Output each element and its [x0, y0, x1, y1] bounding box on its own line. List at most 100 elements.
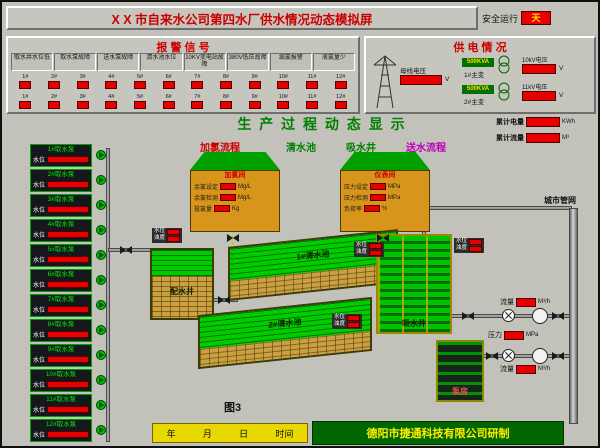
- row-unit: Mg/L: [238, 194, 252, 201]
- turbidity-display: [369, 250, 383, 256]
- chlorine-room-roof: [190, 152, 280, 170]
- level-label: 水位: [356, 242, 368, 249]
- row-unit: %: [382, 205, 388, 212]
- date-unit-time: 时间: [275, 428, 294, 439]
- power-tower-icon: [372, 53, 398, 116]
- voltage-2-label: 11kV电压: [522, 85, 548, 91]
- pump-icon: [96, 350, 106, 360]
- alarm-lamp: 11#: [298, 94, 327, 110]
- water-level-label: 水位: [33, 433, 46, 440]
- bus-voltage-unit: V: [445, 76, 450, 83]
- level-row: 水位: [456, 239, 483, 245]
- water-level-display: [47, 231, 89, 239]
- intake-pump-block: 3#取水泵水位: [30, 194, 92, 217]
- turbidity-display: [167, 236, 181, 242]
- alarm-lamp-indicator: [220, 81, 233, 90]
- water-level-display: [47, 331, 89, 339]
- intake-pump-label: 11#取水泵: [46, 396, 76, 403]
- instrument-room-roof: [340, 152, 430, 170]
- alarm-lamp-number: 4#: [108, 74, 115, 80]
- alarm-lamp-indicator: [334, 81, 347, 90]
- alarm-lamp: 12#: [326, 74, 355, 90]
- distribution-well-tank: 配水井: [150, 248, 214, 320]
- alarm-lamp: 6#: [154, 94, 183, 110]
- turbidity-row: 浊度: [334, 321, 361, 328]
- alarm-lamp-row-1: 1# 2# 3# 4# 5# 6# 7# 8# 9# 10# 11# 12#: [11, 74, 355, 90]
- flow-display: [516, 364, 536, 374]
- valve-icon: [552, 352, 564, 360]
- water-level-display: [47, 406, 89, 414]
- date-unit-day: 日: [239, 428, 249, 439]
- alarm-lamp: 8#: [212, 94, 241, 110]
- total-flow-display: [526, 133, 560, 143]
- alarm-lamp: 6#: [154, 74, 183, 90]
- date-unit-month: 月: [202, 428, 212, 439]
- alarm-lamp-indicator: [19, 81, 32, 90]
- alarm-lamp-indicator: [306, 81, 319, 90]
- power-panel: 供 电 情 况 母线电压 V 500KVA 1#主变 10kV电压 V 500K…: [364, 36, 596, 114]
- pump-icon: [96, 425, 106, 435]
- alarm-lamp: 5#: [126, 74, 155, 90]
- total-energy-display: [526, 117, 560, 127]
- alarm-lamp: 3#: [68, 94, 97, 110]
- stage-label-chlorination: 加氯流程: [200, 143, 240, 154]
- alarm-group-label: 10KV变电站故障: [183, 53, 226, 71]
- water-level-label: 水位: [33, 333, 46, 340]
- valve-icon: [227, 234, 239, 242]
- intake-pump-block: 12#取水泵水位: [30, 419, 92, 442]
- tank-level-panel: 水位 浊度: [332, 314, 363, 329]
- pump-icon: [96, 225, 106, 235]
- tank-level-panel: 水位 浊度: [354, 242, 385, 257]
- alarm-lamp: 9#: [240, 74, 269, 90]
- turbidity-row: 浊度: [356, 250, 383, 256]
- intake-pump-label: 3#取水泵: [47, 196, 75, 203]
- intake-pump-block: 4#取水泵水位: [30, 219, 92, 242]
- alarm-lamp-indicator: [248, 101, 261, 110]
- alarm-lamp-number: 3#: [79, 94, 86, 100]
- water-level-display: [47, 381, 89, 389]
- voltage-2-display: [522, 91, 556, 101]
- alarm-group-label: 取水井水位低: [11, 53, 54, 71]
- alarm-lamp-number: 12#: [336, 94, 346, 100]
- intake-pump-block: 10#取水泵水位: [30, 369, 92, 392]
- alarm-lamp-indicator: [277, 101, 290, 110]
- alarm-lamp-number: 11#: [307, 94, 317, 100]
- row-display: [220, 183, 237, 191]
- flow-unit: M³/h: [538, 299, 550, 305]
- alarm-lamp-number: 2#: [50, 74, 58, 80]
- pump-icon: [96, 300, 106, 310]
- turbidity-label: 浊度: [334, 321, 346, 328]
- intake-pump-label: 2#取水泵: [47, 171, 75, 178]
- water-level-label: 水位: [33, 383, 46, 390]
- alarm-lamp-indicator: [191, 101, 204, 110]
- intake-pump-label: 5#取水泵: [47, 246, 75, 253]
- pipe: [422, 206, 572, 210]
- alarm-lamp: 5#: [126, 94, 155, 110]
- tank-label: 吸水井: [402, 319, 426, 328]
- intake-pump-label: 8#取水泵: [47, 321, 75, 328]
- clear-pool-1-tank: 1#清水池: [228, 229, 398, 301]
- pump-icon: [96, 375, 106, 385]
- alarm-lamp-number: 9#: [251, 74, 258, 80]
- alarm-lamp-indicator: [277, 81, 290, 90]
- flow-label: 流量: [500, 366, 514, 373]
- alarm-group-label: 380V低压故障: [226, 53, 269, 71]
- flow-unit: M³/h: [538, 366, 550, 372]
- alarm-lamp-number: 5#: [136, 74, 144, 80]
- level-display: [369, 243, 383, 249]
- alarm-group-label: 漏氯报警: [269, 53, 312, 71]
- alarm-lamp-indicator: [162, 101, 175, 110]
- city-network-pipe: [569, 208, 578, 424]
- alarm-lamp-indicator: [19, 101, 32, 110]
- alarm-lamp-indicator: [248, 81, 261, 90]
- transformer-1-label: 1#主变: [464, 72, 485, 79]
- row-display: [220, 194, 237, 202]
- alarm-lamp-number: 7#: [194, 94, 201, 100]
- suction-well-tank: 吸水井: [376, 234, 452, 334]
- row-display: [370, 183, 387, 191]
- alarm-group-label: 取水泵故障: [54, 53, 97, 71]
- chlorine-room-title: 加氯间: [224, 172, 246, 179]
- tank-level-panel: 水位 浊度: [454, 238, 485, 253]
- delivery-pump-icon: [502, 349, 515, 362]
- row-display: [370, 194, 387, 202]
